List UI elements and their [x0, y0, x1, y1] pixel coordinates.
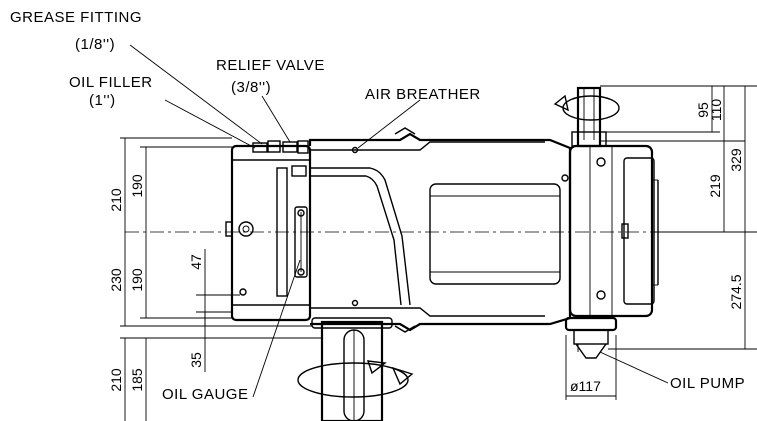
leader-lines — [129, 44, 669, 398]
oil-pump — [564, 316, 618, 359]
left-dimensions — [120, 137, 322, 421]
housing-right — [568, 144, 659, 318]
label-grease-fitting-size: (1/8'') — [75, 36, 115, 53]
dim-shaft-outer: 210 — [108, 368, 124, 392]
dim-shaft-inner: 185 — [129, 368, 145, 392]
label-grease-fitting: GREASE FITTING — [10, 9, 142, 26]
label-relief-valve: RELIEF VALVE — [216, 57, 325, 74]
housing-left — [225, 144, 312, 322]
label-relief-valve-size: (3/8'') — [231, 79, 271, 96]
dim-top-shaft-inner: 95 — [695, 102, 711, 118]
label-oil-pump: OIL PUMP — [670, 375, 745, 392]
dim-gauge-height: 47 — [188, 254, 204, 270]
dim-left-upper-inner: 190 — [129, 174, 145, 198]
dim-right-lower: 274.5 — [728, 274, 744, 309]
label-oil-gauge: OIL GAUGE — [162, 386, 248, 403]
top-shaft — [553, 86, 620, 148]
bottom-shaft — [297, 317, 414, 421]
dim-right-upper-inner: 219 — [707, 174, 723, 198]
dim-top-shaft-outer: 110 — [708, 99, 724, 122]
dim-left-upper-outer: 210 — [108, 188, 124, 212]
dim-left-lower-outer: 230 — [108, 268, 124, 292]
dim-pump-diameter: ø117 — [570, 378, 601, 394]
dim-gauge-offset: 35 — [188, 352, 204, 368]
housing-middle — [308, 127, 572, 333]
label-oil-filler-size: (1'') — [89, 92, 116, 109]
label-oil-filler: OIL FILLER — [69, 74, 153, 91]
dim-right-upper-outer: 329 — [728, 148, 744, 172]
right-dimensions — [565, 85, 757, 400]
label-air-breather: AIR BREATHER — [365, 86, 481, 103]
dim-left-lower-inner: 190 — [129, 268, 145, 292]
